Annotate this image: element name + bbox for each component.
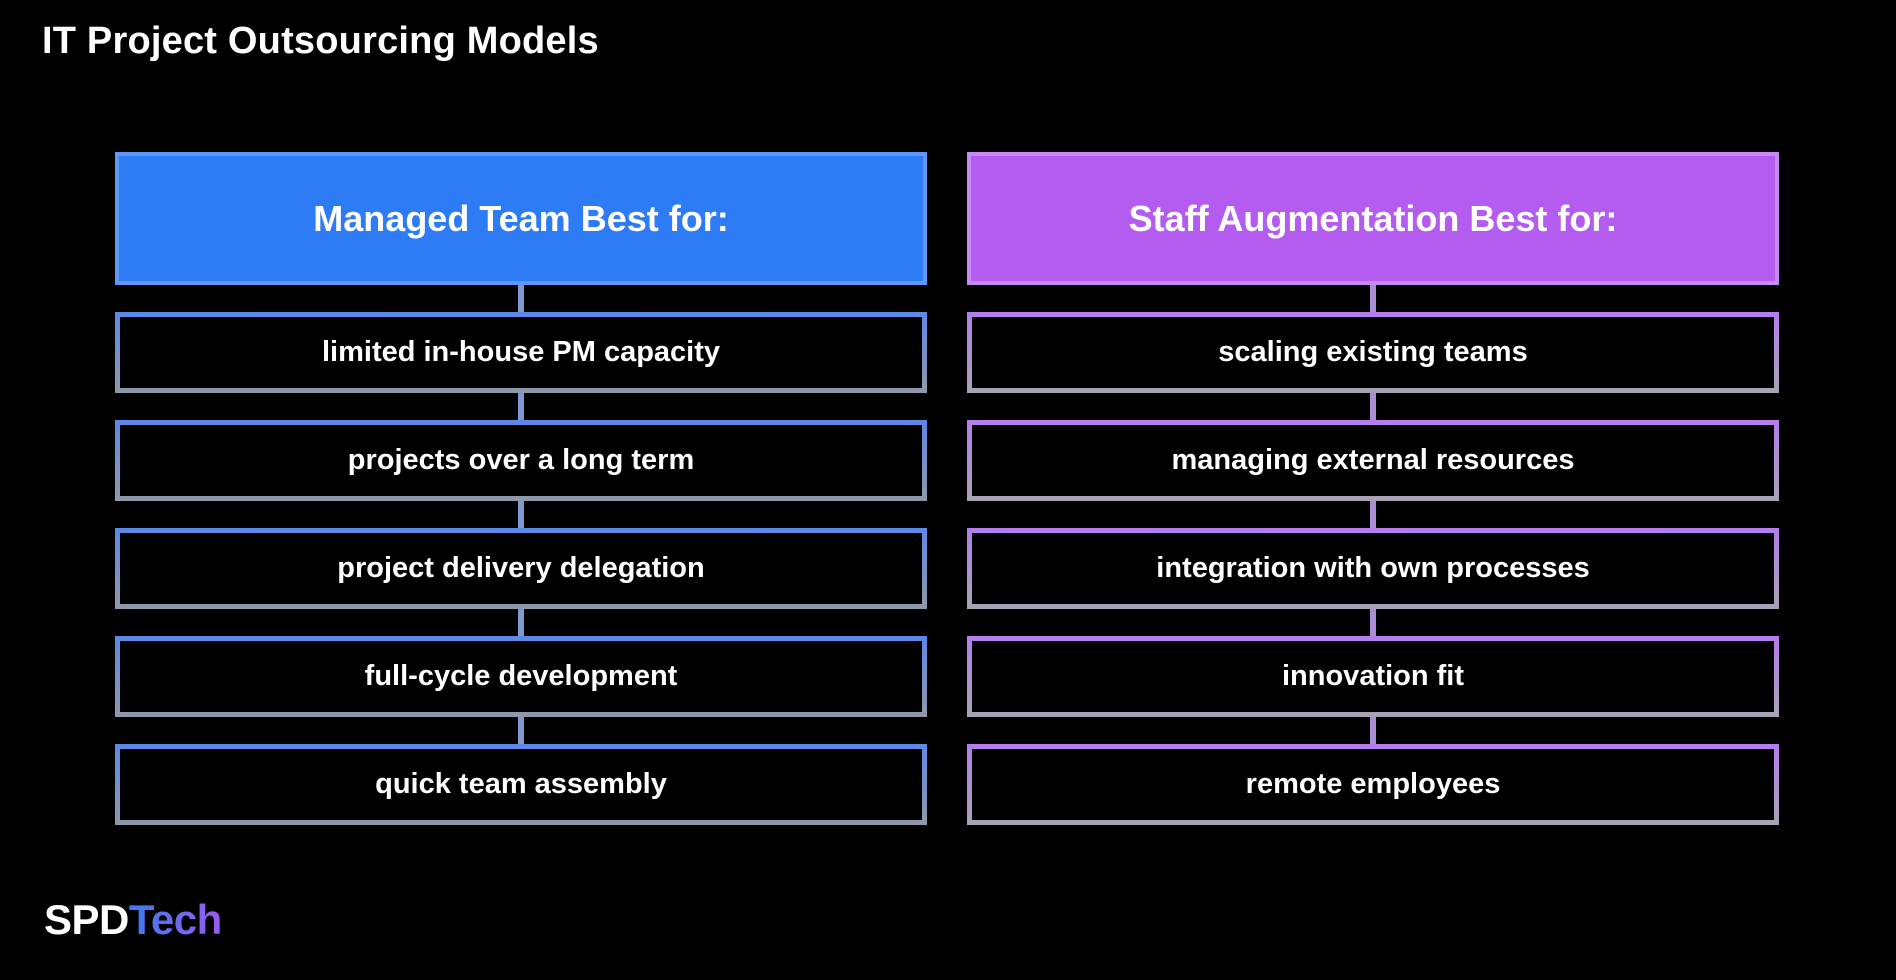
logo-company-text: SPD bbox=[44, 896, 129, 943]
connector-line bbox=[1370, 717, 1376, 744]
column-managed-team: Managed Team Best for: limited in-house … bbox=[115, 152, 927, 825]
managed-team-item-label: quick team assembly bbox=[375, 768, 667, 800]
connector-line bbox=[1370, 285, 1376, 312]
staff-augmentation-item-box: innovation fit bbox=[967, 636, 1779, 717]
managed-team-item-box: quick team assembly bbox=[115, 744, 927, 825]
connector-line bbox=[518, 393, 524, 420]
managed-team-item-label: full-cycle development bbox=[364, 660, 678, 692]
connector-line bbox=[518, 285, 524, 312]
managed-team-item-box: full-cycle development bbox=[115, 636, 927, 717]
connector-line bbox=[518, 609, 524, 636]
staff-augmentation-item-label: remote employees bbox=[1245, 768, 1501, 800]
staff-augmentation-header-box: Staff Augmentation Best for: bbox=[967, 152, 1779, 285]
managed-team-item-label: projects over a long term bbox=[347, 444, 695, 476]
staff-augmentation-item-label: scaling existing teams bbox=[1218, 336, 1528, 368]
managed-team-header-box: Managed Team Best for: bbox=[115, 152, 927, 285]
managed-team-item-box: limited in-house PM capacity bbox=[115, 312, 927, 393]
managed-team-item-box: project delivery delegation bbox=[115, 528, 927, 609]
page-title: IT Project Outsourcing Models bbox=[42, 20, 599, 62]
staff-augmentation-item-box: scaling existing teams bbox=[967, 312, 1779, 393]
connector-line bbox=[1370, 501, 1376, 528]
staff-augmentation-item-label: integration with own processes bbox=[1156, 552, 1590, 584]
staff-augmentation-item-label: innovation fit bbox=[1281, 660, 1465, 692]
logo-tech-text: Tech bbox=[128, 896, 222, 943]
connector-line bbox=[518, 717, 524, 744]
managed-team-item-label: limited in-house PM capacity bbox=[321, 336, 721, 368]
connector-line bbox=[518, 501, 524, 528]
managed-team-item-box: projects over a long term bbox=[115, 420, 927, 501]
staff-augmentation-item-box: managing external resources bbox=[967, 420, 1779, 501]
connector-line bbox=[1370, 609, 1376, 636]
staff-augmentation-header-label: Staff Augmentation Best for: bbox=[1128, 197, 1618, 239]
staff-augmentation-item-box: integration with own processes bbox=[967, 528, 1779, 609]
managed-team-header-label: Managed Team Best for: bbox=[313, 197, 729, 239]
staff-augmentation-item-label: managing external resources bbox=[1171, 444, 1575, 476]
logo: SPDTech bbox=[44, 896, 222, 944]
staff-augmentation-item-box: remote employees bbox=[967, 744, 1779, 825]
managed-team-item-label: project delivery delegation bbox=[337, 552, 705, 584]
column-staff-augmentation: Staff Augmentation Best for: scaling exi… bbox=[967, 152, 1779, 825]
connector-line bbox=[1370, 393, 1376, 420]
